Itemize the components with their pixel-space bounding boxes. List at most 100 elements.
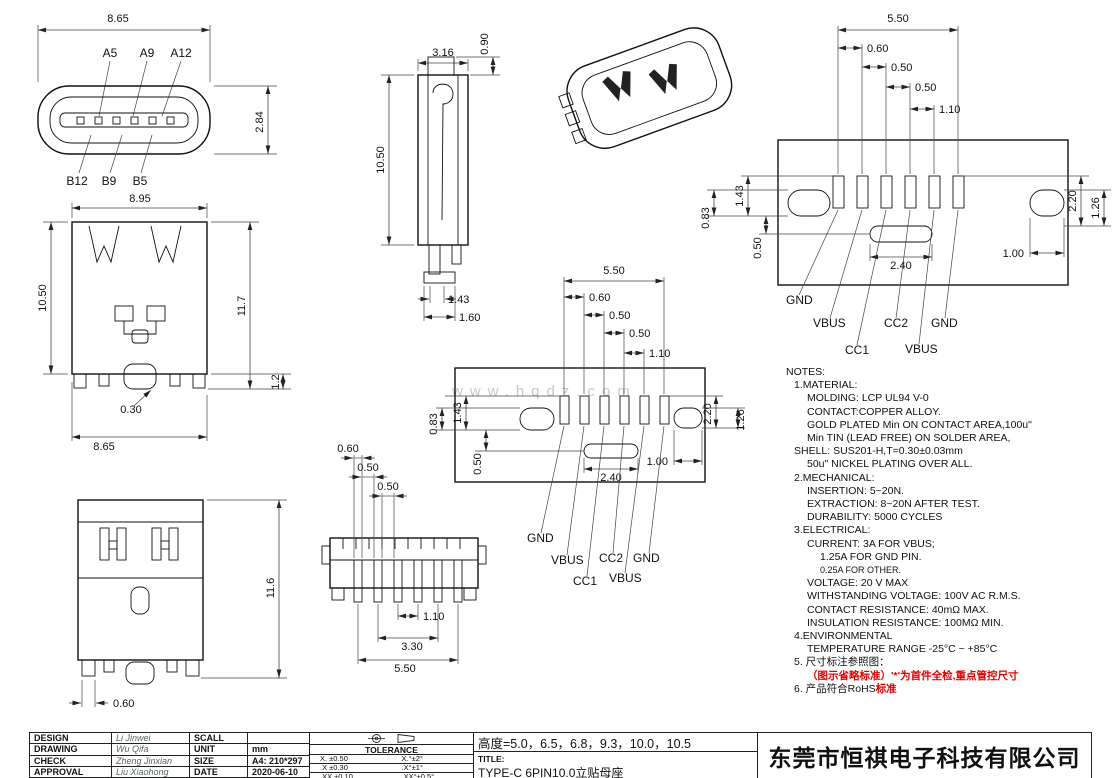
signal-label: CC2	[599, 551, 623, 565]
note-line: MOLDING: LCP UL94 V-0	[807, 392, 929, 405]
dim-label: 1.2	[270, 374, 282, 389]
shield-fingers	[342, 538, 461, 549]
view-front-body: 8.95 10.50 11.7 1.2 0.30 8.65	[37, 193, 291, 453]
signal-label: VBUS	[551, 553, 584, 567]
dim-label: 3.16	[432, 47, 453, 59]
tolerance-angular: .XX°±0.5°	[401, 772, 435, 778]
drawing-title: TYPE-C 6PIN10.0立贴母座	[478, 766, 624, 778]
view-side: 3.16 0.90 10.50 1.43 1.60	[375, 33, 500, 324]
latch-spring	[150, 225, 182, 264]
pin-label: B9	[102, 174, 117, 188]
dim-label: 0.50	[891, 62, 912, 74]
latch-spring	[88, 225, 120, 264]
solder-pad	[928, 175, 941, 209]
signal-label: GND	[527, 531, 554, 545]
date-label: DATE	[190, 766, 248, 778]
dim-label: 2.84	[254, 111, 266, 132]
title-label: TITLE:	[478, 754, 505, 764]
solder-pad	[856, 175, 869, 209]
signal-label: CC2	[884, 316, 908, 330]
tolerance-angular: .X°±1°	[401, 763, 423, 772]
note-line: 1.25A FOR GND PIN.	[820, 550, 922, 563]
dim-label: 1.60	[459, 312, 480, 324]
note-line: 5. 尺寸标注参照图：	[786, 656, 1116, 669]
note-line: 0.25A FOR OTHER.	[820, 565, 902, 576]
note-line: 4.ENVIRONMENTAL	[794, 630, 893, 643]
tolerance-linear: .XX ±0.10	[320, 772, 353, 778]
signal-label: GND	[931, 316, 958, 330]
dim-label: 3.30	[401, 641, 422, 653]
tolerance-row: .X ±0.30 .X°±1°	[310, 764, 473, 773]
pin	[353, 559, 363, 603]
solder-pad	[904, 175, 917, 209]
view-footprint-middle: 5.50 0.60 0.50 0.50 1.10 1.43 0.83 0.50 …	[428, 265, 747, 588]
note-line: CONTACT RESISTANCE: 40mΩ MAX.	[807, 603, 989, 616]
signal-label: CC1	[845, 343, 869, 357]
note-line: （图示省略标准）'*'为首件全检,重点管控尺寸	[807, 669, 1019, 682]
view-lower-front: 11.6 0.60	[69, 499, 287, 710]
dim-label: 8.65	[107, 13, 128, 25]
mount-pad	[519, 407, 555, 431]
projection-symbol	[310, 733, 473, 745]
dim-label: 0.30	[120, 404, 141, 416]
view-bottom: 0.60 0.50 0.50 1.10 3.30 5.50	[321, 443, 487, 675]
title-area: 高度=5.0，6.5，6.8，9.3，10.0，10.5 TITLE: TYPE…	[473, 733, 757, 778]
dim-label: 2.40	[890, 260, 911, 272]
connector-outline	[329, 537, 479, 589]
note-line: TEMPERATURE RANGE -25°C ~ +85°C	[807, 643, 998, 656]
dim-label: 11.7	[236, 296, 248, 317]
pin-label: A9	[140, 46, 155, 60]
dim-label: 0.60	[337, 443, 358, 455]
dim-label: 8.65	[93, 441, 114, 453]
dim-label: 1.10	[649, 348, 670, 360]
note-text: 6. 产品符合RoHS	[794, 682, 876, 695]
dim-label: 0.50	[357, 462, 378, 474]
scale-value	[248, 733, 310, 745]
dim-label: 0.90	[479, 33, 491, 54]
dim-label: 1.10	[939, 104, 960, 116]
note-line: 6. 产品符合RoHS标准	[786, 683, 1116, 696]
latch-spring-3d	[648, 63, 677, 95]
notes-header: NOTES:	[786, 366, 826, 378]
pin-label: B5	[133, 174, 148, 188]
unit-label: UNIT	[190, 744, 248, 756]
dim-label: 0.50	[377, 481, 398, 493]
solder-pad	[579, 395, 590, 425]
dim-label: 0.50	[472, 453, 484, 474]
dim-label: 0.60	[589, 292, 610, 304]
design-name: Li Jinwei	[112, 733, 190, 745]
size-value: A4: 210*297	[248, 755, 310, 767]
pin-label: A5	[103, 46, 118, 60]
dim-label: 8.95	[129, 193, 150, 205]
footprint-outline	[777, 139, 1069, 286]
tolerance-row: .XX ±0.10 .XX°±0.5°	[310, 773, 473, 778]
dim-label: 1.00	[647, 456, 668, 468]
signal-label: VBUS	[813, 316, 846, 330]
solder-pad	[599, 395, 610, 425]
note-line: 1.MATERIAL:	[794, 379, 858, 392]
view-footprint-right: 5.50 0.60 0.50 0.50 1.10 1.43 0.83 0.50 …	[700, 13, 1111, 357]
dim-label: 1.10	[423, 611, 444, 623]
dim-label: 0.83	[700, 207, 712, 228]
pin-label: A12	[170, 46, 192, 60]
pin	[453, 559, 463, 603]
dim-label: 1.43	[734, 185, 746, 206]
tolerance-linear: .X ±0.30	[320, 763, 348, 772]
drawing-name: Wu Qifa	[112, 744, 190, 756]
pin	[373, 559, 383, 603]
signal-label: VBUS	[905, 342, 938, 356]
pin	[393, 559, 403, 603]
note-line: INSERTION: 5~20N.	[807, 484, 904, 497]
note-line: 3.ELECTRICAL:	[794, 524, 871, 537]
dim-label: 2.20	[1067, 190, 1079, 211]
note-line: VOLTAGE: 20 V MAX	[807, 577, 909, 590]
dim-label: 2.20	[702, 403, 714, 424]
solder-pad	[619, 395, 630, 425]
mount-pad	[673, 407, 703, 429]
dim-label: 0.50	[609, 310, 630, 322]
connector-shell-3d	[566, 27, 733, 149]
dim-label: 1.26	[735, 409, 747, 430]
dim-label: 0.50	[629, 328, 650, 340]
